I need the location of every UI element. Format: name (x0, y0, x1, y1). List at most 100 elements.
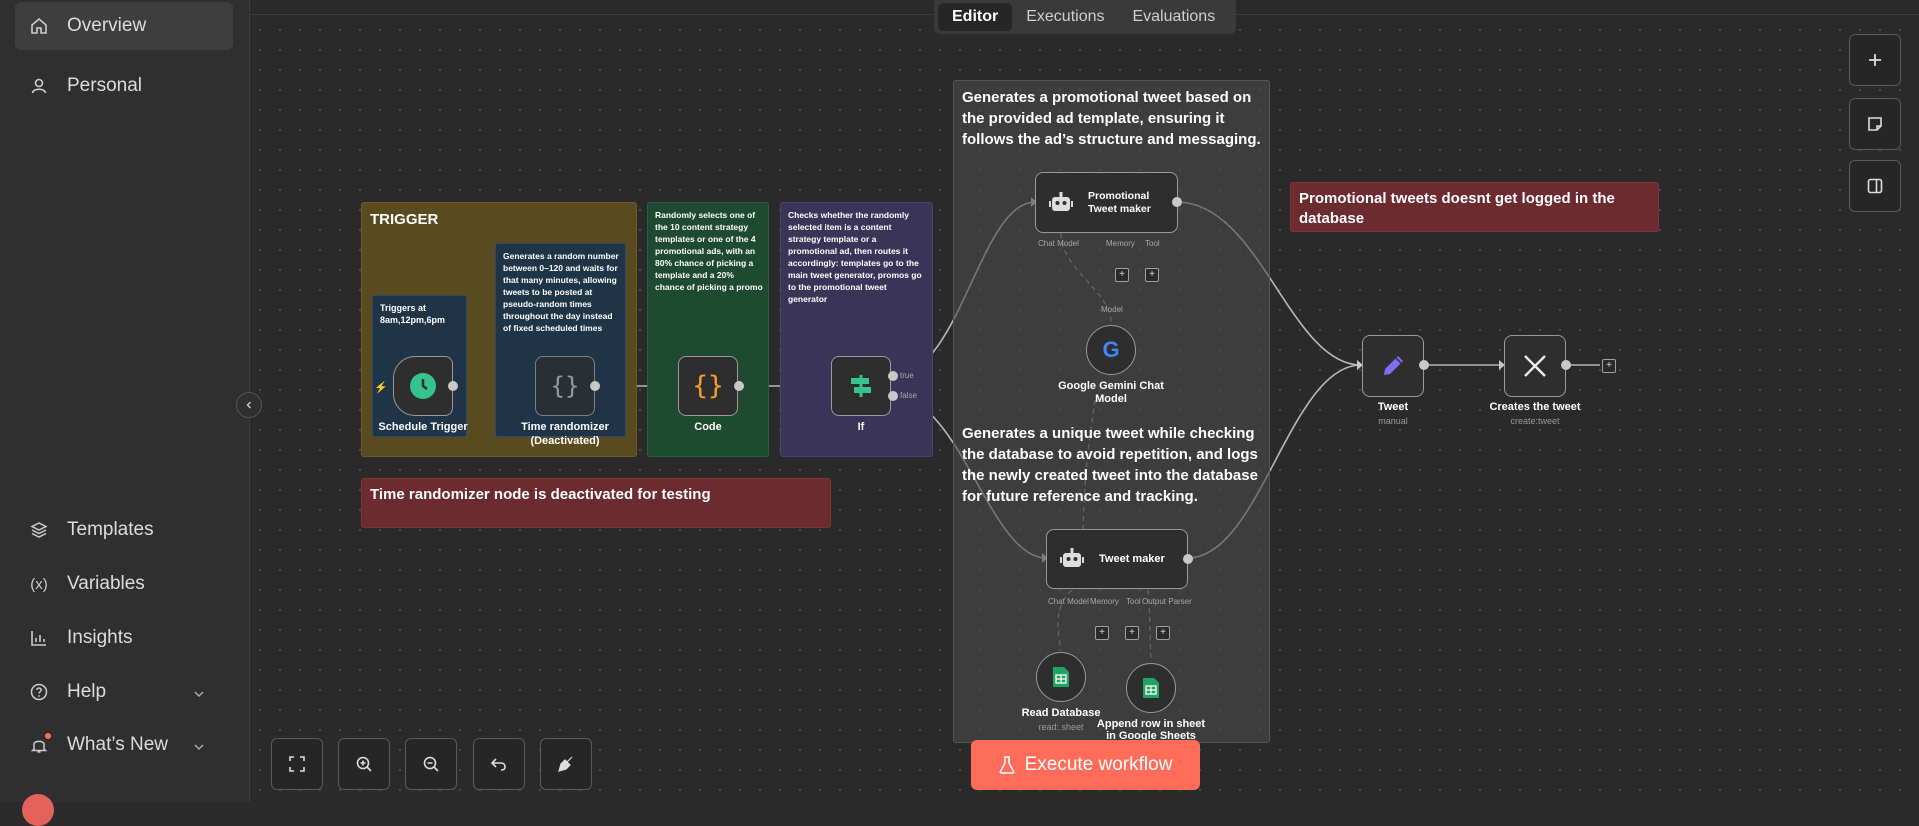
pencil-icon (1384, 356, 1403, 375)
sidebar-item-help[interactable]: Help (15, 668, 233, 716)
schedule-trigger-node[interactable] (393, 356, 453, 416)
sidebar-item-label: Variables (67, 573, 145, 594)
add-memory-button[interactable]: + (1095, 626, 1109, 640)
true-output-port[interactable] (888, 371, 898, 381)
node-label: Tweet maker (1088, 202, 1151, 215)
output-port[interactable] (590, 381, 600, 391)
if-node[interactable] (831, 356, 891, 416)
broom-icon (558, 756, 573, 772)
node-label: If (857, 421, 865, 433)
node-label: (Deactivated) (530, 435, 600, 447)
zoom-in-button[interactable] (338, 738, 390, 790)
chevron-down-icon (193, 737, 205, 759)
undo-icon (490, 758, 506, 771)
node-label: Append row in sheet (1096, 718, 1206, 730)
port-label: Memory (1090, 597, 1119, 606)
zoom-in-icon (356, 756, 372, 772)
node-label: Schedule Trigger (378, 421, 468, 433)
undo-button[interactable] (473, 738, 525, 790)
append-row-node[interactable] (1126, 663, 1176, 713)
tweet-manual-node[interactable] (1362, 335, 1424, 397)
sticky-text: Generates a random number between 0–120 … (503, 251, 619, 333)
add-parser-button[interactable]: + (1156, 626, 1170, 640)
port-label: Tool (1145, 239, 1160, 248)
time-randomizer-node[interactable]: {} (535, 356, 595, 416)
fullscreen-icon (289, 756, 305, 772)
port-label: Chat Model (1038, 239, 1079, 248)
read-database-node[interactable] (1036, 652, 1086, 702)
trigger-bolt-icon: ⚡ (374, 382, 388, 394)
tidy-up-button[interactable] (540, 738, 592, 790)
x-logo-icon (1524, 355, 1546, 377)
node-subtitle: manual (1378, 416, 1408, 426)
warning-sticky-promo[interactable]: Promotional tweets doesnt get logged in … (1290, 182, 1659, 232)
x-create-tweet-node[interactable] (1504, 335, 1566, 397)
chevron-left-icon (246, 401, 251, 409)
add-next-node-button[interactable]: + (1602, 359, 1616, 373)
add-tool-button[interactable]: + (1125, 626, 1139, 640)
view-tabs: Editor Executions Evaluations (934, 0, 1236, 34)
toggle-panel-button[interactable] (1849, 160, 1901, 212)
add-memory-button[interactable]: + (1115, 268, 1129, 282)
port-label: Tool (1126, 597, 1141, 606)
false-label: false (900, 391, 917, 400)
tab-executions[interactable]: Executions (1026, 8, 1105, 25)
add-sticky-button[interactable] (1849, 98, 1901, 150)
if-sticky[interactable]: Checks whether the randomly selected ite… (780, 202, 933, 457)
home-icon (29, 16, 49, 36)
sticky-text: Time randomizer node is deactivated for … (370, 486, 711, 503)
promo-tweet-maker-node[interactable]: Promotional Tweet maker (1035, 172, 1178, 233)
sticky-text: Promotional tweets doesnt get logged in … (1299, 190, 1615, 227)
variable-icon: (x) (30, 575, 48, 593)
sticky-note-icon (1868, 117, 1882, 131)
tweet-maker-node[interactable]: Tweet maker (1046, 529, 1188, 589)
sticky-text: Generates a unique tweet while checking … (962, 425, 1258, 505)
warning-sticky-randomizer[interactable]: Time randomizer node is deactivated for … (361, 478, 831, 528)
execute-label: Execute workflow (1024, 754, 1173, 775)
node-label: Tweet (1377, 401, 1409, 413)
tab-editor[interactable]: Editor (938, 3, 1013, 31)
execute-workflow-button[interactable]: Execute workflow (971, 740, 1200, 790)
node-label: in Google Sheets (1106, 730, 1196, 742)
output-port[interactable] (734, 381, 744, 391)
robot-icon (1060, 548, 1084, 567)
sidebar-item-label: Help (67, 681, 107, 702)
code-node[interactable]: {} (678, 356, 738, 416)
sidebar-item-variables[interactable]: (x) Variables (15, 560, 233, 608)
code-sticky[interactable]: Randomly selects one of the 10 content s… (647, 202, 769, 457)
sidebar-item-insights[interactable]: Insights (15, 614, 233, 662)
package-icon (29, 520, 49, 540)
node-label: Google Gemini Chat (1058, 380, 1164, 392)
sidebar: Overview Personal Templates (x) Variable… (0, 0, 250, 826)
sticky-text: Checks whether the randomly selected ite… (788, 210, 922, 304)
output-port[interactable] (1561, 360, 1571, 370)
output-port[interactable] (1419, 360, 1429, 370)
chevron-down-icon (193, 684, 205, 706)
output-port[interactable] (448, 381, 458, 391)
sidebar-item-personal[interactable]: Personal (15, 62, 233, 110)
true-label: true (900, 371, 914, 380)
node-label: Code (694, 421, 722, 433)
tab-evaluations[interactable]: Evaluations (1132, 8, 1216, 25)
sidebar-item-templates[interactable]: Templates (15, 506, 233, 554)
node-label: Promotional (1088, 189, 1150, 202)
bell-icon (29, 733, 51, 755)
google-sheets-icon (1053, 667, 1069, 687)
gemini-chat-model-node[interactable]: G (1086, 325, 1136, 375)
output-port[interactable] (1183, 554, 1193, 564)
zoom-out-button[interactable] (405, 738, 457, 790)
port-label: Memory (1106, 239, 1135, 248)
add-tool-button[interactable]: + (1145, 268, 1159, 282)
fit-view-button[interactable] (271, 738, 323, 790)
false-output-port[interactable] (888, 391, 898, 401)
sidebar-item-overview[interactable]: Overview (15, 2, 233, 50)
node-label: Read Database (1021, 707, 1101, 719)
sticky-text: Randomly selects one of the 10 content s… (655, 210, 763, 292)
clock-icon (410, 373, 436, 399)
help-icon (29, 682, 49, 702)
sidebar-item-whats-new[interactable]: What’s New (15, 721, 233, 769)
output-port[interactable] (1172, 197, 1182, 207)
collapse-sidebar-button[interactable] (236, 392, 262, 418)
node-label: Tweet maker (1099, 553, 1165, 565)
add-node-button[interactable] (1849, 34, 1901, 86)
